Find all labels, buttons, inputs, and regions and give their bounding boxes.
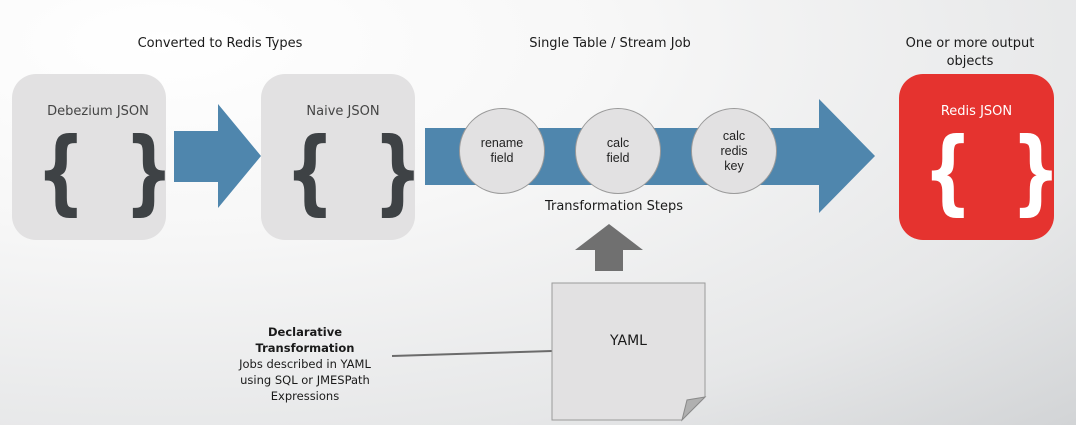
note-line: Jobs described in YAML [239, 357, 371, 371]
step-label: rename field [480, 136, 524, 165]
debezium-json-title: Debezium JSON [47, 104, 149, 119]
convert-arrow [174, 104, 261, 208]
open-brace-icon: { [285, 118, 335, 225]
step-label: calc field [606, 136, 630, 165]
yaml-folded-corner [681, 396, 707, 422]
note-connector-line [391, 350, 553, 357]
close-brace-icon: } [1011, 118, 1061, 225]
step-calc-redis-key: calc redis key [691, 108, 777, 194]
yaml-document-shape [551, 282, 706, 421]
step-rename-field: rename field [459, 108, 545, 194]
naive-json-node: Naive JSON { } [261, 74, 422, 240]
step-calc-field: calc field [575, 108, 661, 194]
redis-json-title: Redis JSON [940, 104, 1013, 119]
caption-job: Single Table / Stream Job [529, 36, 691, 51]
note-line: using SQL or JMESPath [240, 373, 370, 387]
step-label: calc redis key [720, 128, 748, 173]
note-title: Declarative Transformation [255, 325, 355, 355]
yaml-up-arrow [575, 224, 643, 271]
caption-output: One or more output objects [905, 36, 1035, 69]
caption-converted: Converted to Redis Types [137, 36, 303, 51]
note-line: Expressions [270, 389, 340, 403]
close-brace-icon: } [124, 118, 174, 225]
close-brace-icon: } [373, 118, 423, 225]
yaml-label: YAML [610, 333, 647, 349]
redis-json-node: Redis JSON { } [899, 74, 1060, 240]
declarative-note: Declarative Transformation Jobs describe… [220, 324, 390, 404]
caption-transformation-steps: Transformation Steps [544, 199, 684, 214]
naive-json-title: Naive JSON [306, 104, 380, 119]
open-brace-icon: { [36, 118, 86, 225]
debezium-json-node: Debezium JSON { } [12, 74, 173, 240]
open-brace-icon: { [923, 118, 973, 225]
